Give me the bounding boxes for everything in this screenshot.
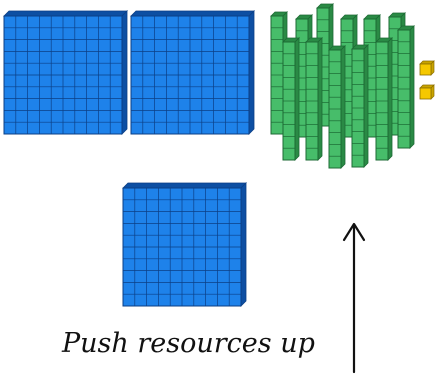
ten-rod-icon [397, 25, 415, 149]
up-arrow-icon [342, 222, 366, 374]
hundred-block-icon [130, 10, 255, 135]
ten-rod-icon [351, 44, 369, 168]
ten-rod-icon [375, 37, 393, 161]
ten-rods-top-row [270, 3, 415, 169]
hundred-block-icon [122, 182, 247, 307]
ten-rod-icon [282, 37, 300, 161]
caption-text: Push resources up [62, 328, 315, 359]
hundred-blocks-top-row [3, 10, 255, 135]
ten-rod-icon [328, 45, 346, 169]
hundred-blocks-bottom-row [122, 182, 247, 307]
unit-cubes-top-row [419, 60, 435, 100]
ten-rod-icon [305, 37, 323, 161]
unit-cube-icon [419, 84, 435, 100]
unit-cube-icon [419, 60, 435, 76]
hundred-block-icon [3, 10, 128, 135]
